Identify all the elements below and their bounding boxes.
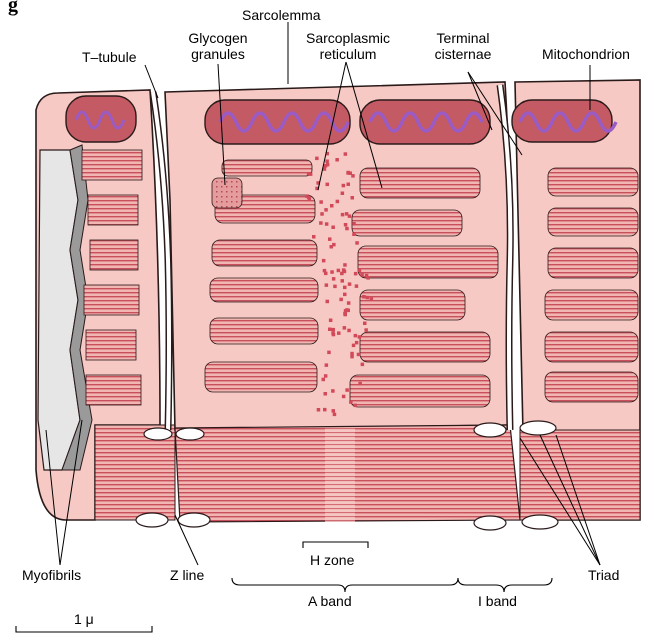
label-sr-line1: Sarcoplasmic [296,31,400,46]
label-terminal-line1: Terminal [418,31,508,46]
label-sarcolemma: Sarcolemma [242,8,321,23]
label-myofibrils: Myofibrils [22,568,81,583]
left-fiber-segment [36,90,175,520]
label-glycogen-line2: granules [182,47,254,62]
mitochondrion-right [512,100,612,142]
band-brackets [16,542,552,632]
label-t-tubule: T–tubule [82,50,136,65]
label-sr-line2: reticulum [296,47,400,62]
label-scale: 1 μ [74,612,94,627]
center-fiber-segment [165,82,520,522]
mitochondrion-center-1 [205,100,350,144]
label-mitochondrion: Mitochondrion [542,47,630,62]
label-i-band: I band [478,594,517,609]
label-a-band: A band [308,594,352,609]
label-triad: Triad [588,568,619,583]
mitochondrion-center-2 [360,100,490,144]
label-glycogen-line1: Glycogen [182,31,254,46]
label-h-zone: H zone [310,553,354,568]
label-terminal-line2: cisternae [418,47,508,62]
label-z-line: Z line [170,568,204,583]
right-fiber-segment [512,80,640,520]
